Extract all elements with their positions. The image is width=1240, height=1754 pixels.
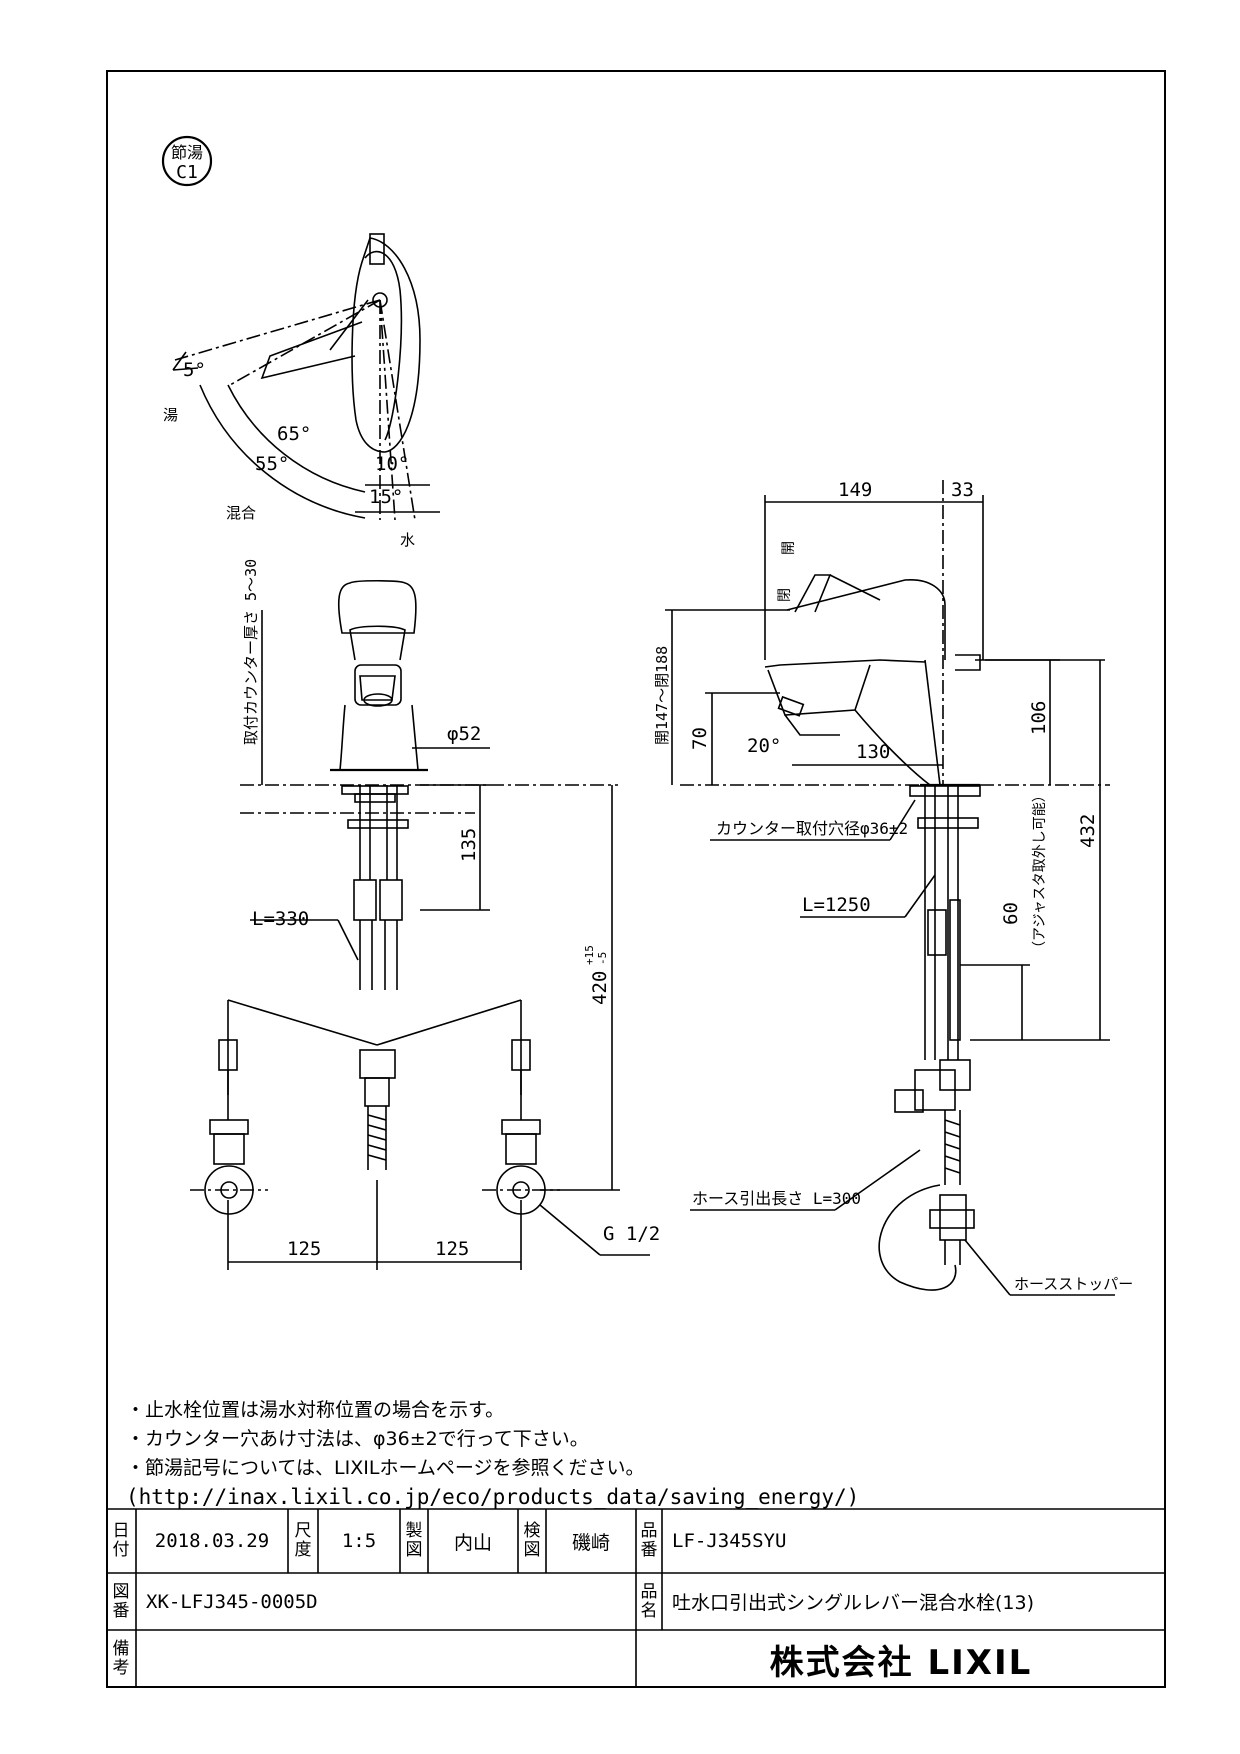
title-block-lines: [106, 1508, 1166, 1688]
thread-label: G 1/2: [603, 1223, 660, 1245]
angle-10-label: 10°: [375, 453, 409, 475]
drawn-label: 製図: [405, 1521, 423, 1560]
name-label: 品名: [640, 1581, 658, 1621]
angle-20-label: 20°: [747, 735, 781, 757]
dimension-60-label: 60: [1000, 902, 1022, 925]
drawing-no-value: XK-LFJ345-0005D: [146, 1590, 318, 1613]
dimension-149-label: 149: [838, 479, 872, 501]
saving-symbol-grade: C1: [176, 162, 198, 183]
notes: ・止水栓位置は湯水対称位置の場合を示す。 ・カウンター穴あけ寸法は、φ36±2で…: [126, 1396, 1126, 1512]
open-label-1: 開: [781, 541, 797, 555]
hose-stopper-label: ホースストッパー: [1014, 1275, 1133, 1293]
saving-symbol-text: 節湯: [171, 143, 203, 162]
hose-l1250-label: L=1250: [802, 894, 871, 916]
dimension-33-label: 33: [951, 479, 974, 501]
checked-label: 検図: [523, 1521, 541, 1560]
open-label-2: 閉: [777, 588, 793, 602]
dimension-432-label: 432: [1077, 814, 1099, 848]
angle-15-label: 15°: [369, 486, 403, 508]
scale-label: 尺度: [294, 1521, 312, 1560]
saving-symbol-circle: [161, 135, 213, 187]
dimension-106-label: 106: [1028, 701, 1050, 735]
top-view: [172, 233, 440, 521]
checked-by: 磯崎: [571, 1531, 610, 1554]
dimension-125-left: 125: [287, 1238, 321, 1260]
front-view: [190, 579, 650, 1270]
hose-pull-label: ホース引出長さ L=300: [692, 1189, 861, 1208]
scale-value: 1:5: [341, 1530, 377, 1552]
diameter-52-label: φ52: [447, 723, 481, 745]
drawn-by: 内山: [453, 1531, 492, 1554]
title-block: 日付 2018.03.29 尺度 1:5 製図 内山 検図 磯崎 品番 LF-J…: [106, 1509, 1166, 1688]
note-url: (http://inax.lixil.co.jp/eco/products_da…: [126, 1485, 860, 1509]
angle-5-label: 5°: [183, 359, 206, 381]
remarks-label: 備考: [112, 1639, 130, 1678]
dimension-130-label: 130: [856, 741, 890, 763]
dimension-420-tol-up: +15: [583, 945, 596, 965]
note-2: ・カウンター穴あけ寸法は、φ36±2で行って下さい。: [126, 1428, 589, 1450]
dimension-420-label: 420: [589, 971, 611, 1005]
counter-hole-label: カウンター取付穴径φ36±2: [716, 819, 908, 838]
adjuster-note: （アジャスタ取外し可能）: [1032, 788, 1048, 955]
side-view: [665, 480, 1115, 1296]
note-3: ・節湯記号については、LIXILホームページを参照ください。: [126, 1457, 645, 1479]
dimension-125-right: 125: [435, 1238, 469, 1260]
company-name: 株式会社 LIXIL: [769, 1642, 1033, 1683]
drawing-no-label: 図番: [112, 1581, 130, 1621]
hot-label: 湯: [163, 406, 178, 424]
water-label: 水: [400, 531, 415, 549]
dimension-135-label: 135: [458, 828, 480, 862]
date-label: 日付: [112, 1521, 130, 1560]
angle-65-label: 65°: [277, 423, 311, 445]
part-no-label: 品番: [640, 1521, 658, 1560]
angle-55-label: 55°: [255, 453, 289, 475]
mix-label: 混合: [226, 504, 256, 522]
counter-thickness-label: 取付カウンター厚さ 5～30: [242, 559, 260, 745]
date-value: 2018.03.29: [154, 1530, 270, 1552]
part-no-value: LF-J345SYU: [672, 1530, 787, 1552]
name-value: 吐水口引出式シングルレバー混合水栓(13): [672, 1592, 1035, 1614]
height-range-label: 開147～閉188: [653, 646, 671, 745]
dimension-420-tol-dn: -5: [596, 952, 609, 965]
hose-l330-label: L=330: [252, 908, 309, 930]
note-1: ・止水栓位置は湯水対称位置の場合を示す。: [126, 1399, 505, 1421]
dimension-70-label: 70: [689, 727, 711, 750]
